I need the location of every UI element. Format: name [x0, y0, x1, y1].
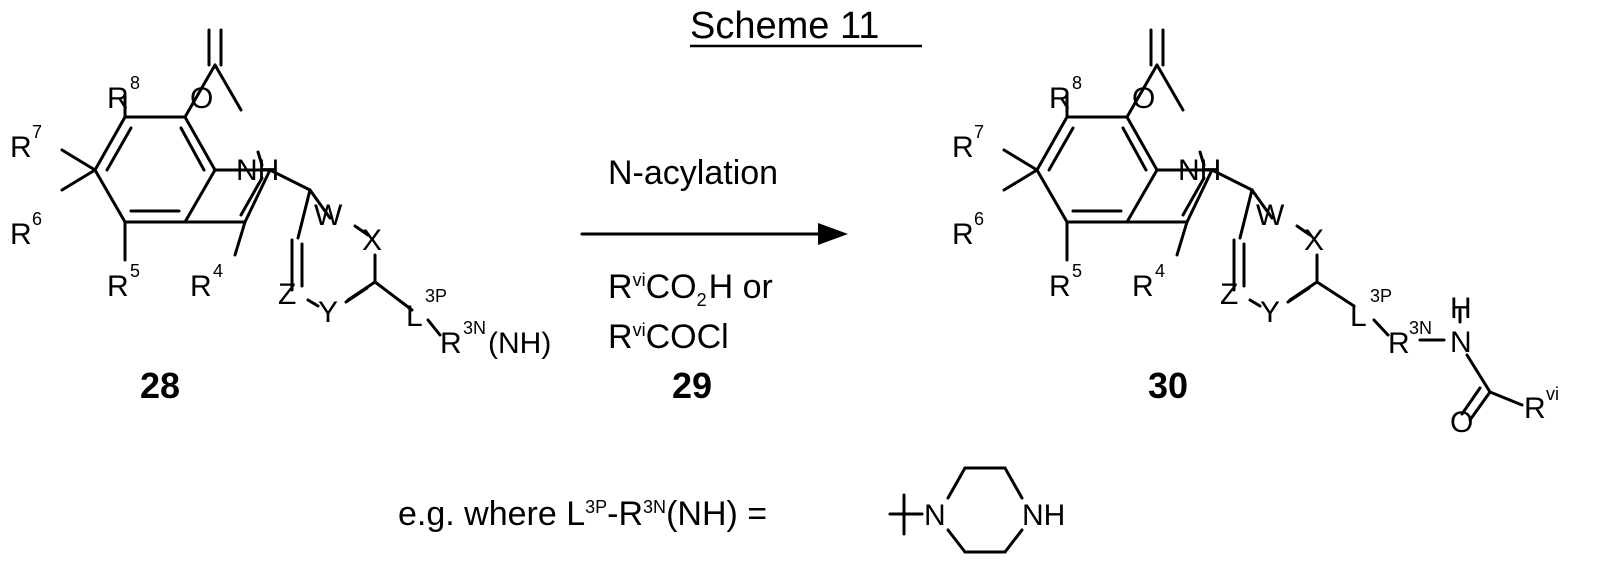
- piperazine-N: N: [924, 499, 946, 532]
- c30-carbonyl-O: O: [1132, 82, 1155, 115]
- c28-R7: R: [10, 131, 32, 164]
- c30-R4-sup: 4: [1155, 261, 1165, 281]
- c28-R4-sup: 4: [213, 261, 223, 281]
- c28-R4: R: [190, 270, 212, 303]
- c30-X: X: [1304, 224, 1324, 257]
- c28-R3N: R: [440, 327, 462, 360]
- c30-R3N: R: [1388, 327, 1410, 360]
- c28-W: W: [314, 199, 343, 232]
- c30-NH: NH: [1178, 154, 1221, 187]
- c28-L: L: [406, 300, 423, 333]
- c30-Z: Z: [1220, 278, 1238, 311]
- c30-R8-sup: 8: [1072, 73, 1082, 93]
- c28-Y: Y: [318, 296, 338, 329]
- c30-Y: Y: [1260, 296, 1280, 329]
- c30-amide-O: O: [1450, 406, 1473, 439]
- c28-L-sup: 3P: [425, 286, 447, 306]
- c30-Rvi-sup: vi: [1546, 384, 1559, 404]
- c28-R6: R: [10, 218, 32, 251]
- c28-R3N-sup: 3N: [463, 318, 486, 338]
- c30-R7: R: [952, 131, 974, 164]
- c30-Rvi: R: [1524, 392, 1546, 425]
- c30-W: W: [1256, 199, 1285, 232]
- c28-R6-sup: 6: [32, 209, 42, 229]
- piperazine-NH: NH: [1022, 499, 1065, 532]
- footnote-text: e.g. where L3P-R3N(NH) =: [398, 495, 767, 533]
- reagent-line-1: RviCO2H or: [608, 268, 773, 310]
- c30-R6-sup: 6: [974, 209, 984, 229]
- reaction-arrow: [582, 223, 848, 245]
- c30-R5: R: [1049, 270, 1071, 303]
- c30-L-sup: 3P: [1370, 286, 1392, 306]
- c30-L: L: [1350, 300, 1367, 333]
- c28-X: X: [362, 224, 382, 257]
- compound-28-number: 28: [140, 365, 180, 406]
- c30-R7-sup: 7: [974, 122, 984, 142]
- reagent-number: 29: [672, 365, 712, 406]
- c28-R8: R: [107, 82, 129, 115]
- c28-R8-sup: 8: [130, 73, 140, 93]
- c30-R5-sup: 5: [1072, 261, 1082, 281]
- reaction-type: N-acylation: [608, 154, 778, 192]
- c30-amide-N: N: [1450, 326, 1472, 359]
- c30-R3N-sup: 3N: [1409, 318, 1432, 338]
- c28-NH: NH: [236, 154, 279, 187]
- c28-Z: Z: [278, 278, 296, 311]
- piperazine-structure: [890, 468, 1022, 552]
- c30-amide-H: H: [1450, 292, 1472, 325]
- c28-R7-sup: 7: [32, 122, 42, 142]
- compound-30-number: 30: [1148, 365, 1188, 406]
- c30-R6: R: [952, 218, 974, 251]
- c28-NH-group: (NH): [488, 327, 551, 360]
- c28-R5-sup: 5: [130, 261, 140, 281]
- c30-R4: R: [1132, 270, 1154, 303]
- c30-R8: R: [1049, 82, 1071, 115]
- c28-carbonyl-O: O: [190, 82, 213, 115]
- c28-R5: R: [107, 270, 129, 303]
- scheme-title: Scheme 11: [690, 5, 879, 47]
- reagent-line-2: RviCOCl: [608, 318, 729, 356]
